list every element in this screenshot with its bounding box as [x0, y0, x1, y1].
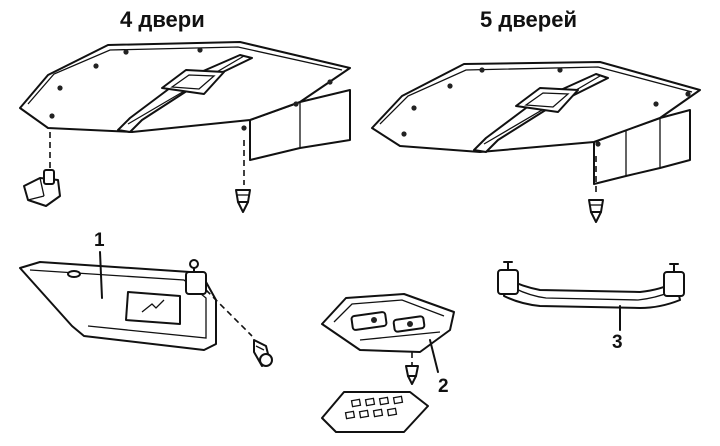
- headliner-5-door: [371, 61, 701, 196]
- sun-visor-mirror: [125, 291, 181, 325]
- dome-light: [321, 293, 455, 366]
- grab-handle: [497, 261, 685, 309]
- grab-handle-right-mount: [663, 271, 685, 297]
- sun-visor: [19, 259, 253, 351]
- sun-visor-body: [19, 261, 217, 351]
- headliner-4-clip: [23, 169, 61, 207]
- callout-1: 1: [94, 230, 105, 251]
- title-5-doors: 5 дверей: [480, 7, 577, 32]
- callout-2: 2: [438, 376, 449, 397]
- callout-2-leader: [429, 339, 439, 373]
- headliner-5-screw: [588, 199, 604, 223]
- headliner-4-screw: [235, 189, 251, 213]
- grab-handle-left-mount: [497, 269, 519, 295]
- headliner-4-door: [19, 41, 351, 185]
- callout-1-leader: [99, 251, 103, 299]
- grab-handle-bar: [503, 277, 681, 309]
- sun-visor-bracket: [185, 271, 207, 295]
- headliner-4-center-rib: [117, 54, 253, 133]
- dome-light-lens: [321, 391, 429, 433]
- dome-light-screw: [405, 365, 419, 385]
- callout-3: 3: [612, 332, 623, 353]
- dome-light-housing: [321, 293, 455, 353]
- sun-visor-screw: [253, 339, 273, 367]
- title-4-doors: 4 двери: [120, 7, 205, 32]
